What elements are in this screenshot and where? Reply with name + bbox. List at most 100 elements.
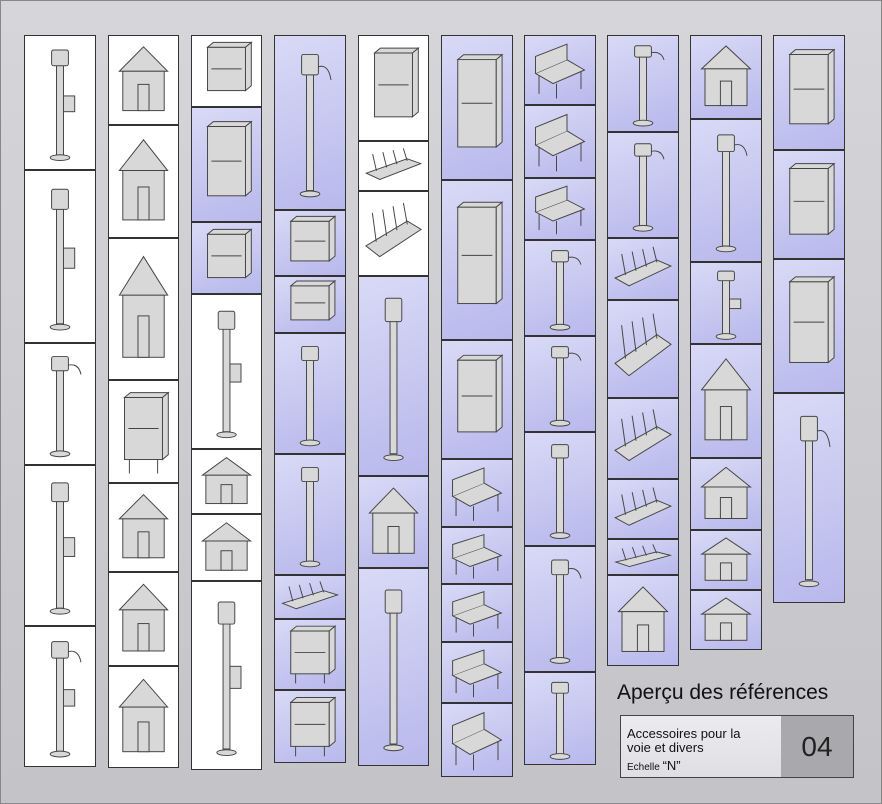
display-board-model-icon (289, 625, 337, 684)
reference-tile-grating (358, 141, 429, 191)
station-name-sign-model-icon (788, 48, 836, 125)
title-block: Accessoires pour la voie et divers Echel… (620, 715, 854, 778)
tall-cabinet-model-icon (118, 138, 169, 221)
reference-tile-double-box (274, 210, 346, 276)
reference-tile-control-cabinet-group (191, 449, 262, 514)
cabinet-pair-model-icon (200, 522, 253, 571)
electrical-cabinet-model-icon (118, 583, 169, 652)
reference-tile-lever-pair (607, 479, 679, 539)
reference-tile-ground-levers (607, 539, 679, 575)
reference-tile-mailbox (191, 107, 262, 222)
reference-tile-control-panel-post (191, 581, 262, 770)
reference-tile-signal-post-with-boxes (24, 465, 96, 626)
sign-post-model-icon (299, 345, 321, 447)
vending-machine-model-icon (456, 201, 504, 305)
water-crane-arm-model-icon (632, 45, 665, 127)
tall-lamp-post-model-icon (299, 53, 332, 198)
signal-cabin-model-icon (715, 270, 742, 340)
grating-model-icon (364, 148, 423, 180)
reference-tile-double-box-2 (274, 276, 346, 333)
display-board-2-model-icon (289, 696, 337, 757)
point-levers-model-icon (614, 246, 673, 287)
bus-shelter-model-icon (700, 466, 752, 519)
hooded-lamp-model-icon (715, 134, 748, 253)
reference-tile-sign-panel-on-legs (108, 380, 179, 483)
reference-tile-display-board (274, 619, 346, 690)
relay-box-model-icon (206, 41, 253, 92)
reference-tile-signal-mast-with-lights (191, 294, 262, 449)
shelter-frame-model-icon (368, 487, 419, 554)
cabinet-pyramid-roof-model-icon (118, 493, 169, 559)
seats-row-2-model-icon (451, 533, 503, 579)
reference-tile-cabinet-on-legs (108, 666, 179, 768)
direction-sign-model-icon (788, 275, 836, 364)
signal-mast-with-lights-model-icon (216, 310, 242, 439)
lever-pair-model-icon (614, 487, 673, 526)
reference-tile-water-pump (524, 336, 596, 432)
reference-tile-seats-row-2 (441, 527, 513, 584)
reference-tile-brick-hut (690, 530, 762, 590)
wall-box-model-icon (206, 228, 253, 279)
reference-tile-long-bench (524, 178, 596, 240)
description-line-1: Accessoires pour la (627, 726, 741, 741)
title-block-description: Accessoires pour la voie et divers Echel… (621, 716, 782, 777)
reference-tile-hanging-sign (773, 150, 845, 259)
signal-box-post-model-icon (49, 49, 76, 162)
sign-board-two-posts-model-icon (299, 466, 321, 568)
hydrant-model-icon (549, 681, 571, 760)
reference-tile-fuel-tanks (607, 575, 679, 666)
shutter-cabinet-model-icon (118, 255, 169, 358)
atm-machine-model-icon (456, 354, 504, 433)
reference-tile-park-bench (524, 35, 596, 105)
reference-tile-sign-post (274, 333, 346, 454)
reference-tile-hooded-lamp (690, 119, 762, 262)
reference-tile-garden-bench (441, 703, 513, 777)
reference-tile-twin-lamp-posts (24, 343, 96, 465)
water-tank-model-icon (700, 45, 752, 107)
park-bench-model-icon (534, 43, 586, 99)
cabinet-on-legs-model-icon (118, 678, 169, 753)
reference-tile-water-crane (524, 546, 596, 672)
reference-tile-street-lamp (773, 393, 845, 603)
ticket-validator-model-icon (383, 589, 404, 752)
reference-tile-atm-machine (441, 340, 513, 459)
mailbox-model-icon (206, 120, 253, 197)
reference-tile-rail-segment (274, 575, 346, 619)
hand-pump-model-icon (549, 250, 582, 331)
long-bench-model-icon (534, 185, 586, 235)
reference-tile-ticket-validator (358, 568, 429, 766)
bench-2-model-icon (451, 649, 503, 698)
water-pump-model-icon (549, 346, 582, 427)
control-cabinet-group-model-icon (200, 456, 253, 505)
reference-tile-tall-lamp-post (274, 35, 346, 210)
reference-tile-signal-post-with-lamp (24, 626, 96, 767)
reference-tile-lattice-signal-mast (24, 170, 96, 343)
reference-tile-direction-sign (773, 259, 845, 393)
hanging-sign-model-icon (788, 162, 836, 236)
reference-tile-point-levers (607, 238, 679, 300)
garden-bench-model-icon (451, 711, 503, 771)
ground-levers-model-icon (614, 544, 673, 568)
reference-tile-vending-machine (441, 180, 513, 340)
small-cabinet-model-icon (118, 46, 169, 112)
reference-tile-water-tank (690, 35, 762, 119)
lever-frame-long-model-icon (614, 409, 672, 462)
scale-value: “N” (662, 758, 681, 773)
scale-prefix: Echelle (627, 762, 663, 773)
reference-tile-ticket-machine (441, 35, 513, 180)
reference-tile-kilometer-post (358, 276, 429, 476)
reference-tile-fence-railing (358, 191, 429, 276)
reference-tile-small-cabinet (108, 35, 179, 125)
reference-tile-catenary-gantry (358, 35, 429, 141)
street-lamp-model-icon (798, 415, 831, 588)
brick-hut-model-icon (700, 537, 752, 581)
reference-tile-shutter-cabinet (108, 238, 179, 380)
reference-tile-bench-backrest (524, 105, 596, 178)
reference-tile-signal-box-post (24, 35, 96, 170)
scale-label: Echelle “N” (627, 758, 681, 773)
double-box-model-icon (289, 215, 337, 262)
sheet-title: Aperçu des références (617, 681, 829, 704)
reference-tile-lever-frame-long (607, 398, 679, 479)
twin-lamp-posts-model-icon (49, 356, 82, 458)
